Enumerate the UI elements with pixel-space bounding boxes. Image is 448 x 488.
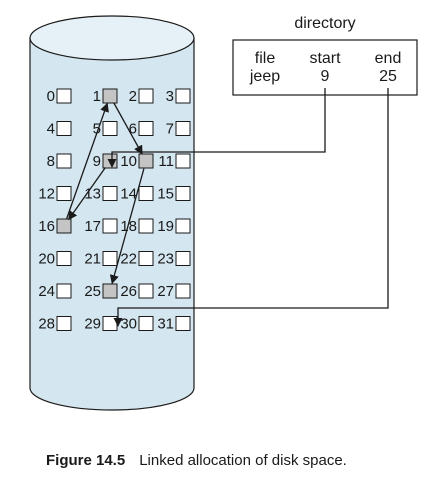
block-number-12: 12 xyxy=(38,186,55,203)
free-block-27 xyxy=(175,283,191,299)
free-block-8 xyxy=(56,153,72,169)
block-number-26: 26 xyxy=(120,283,137,300)
block-number-11: 11 xyxy=(158,153,174,170)
free-block-18 xyxy=(138,218,154,234)
block-number-29: 29 xyxy=(84,316,101,333)
figure-caption: Figure 14.5 Linked allocation of disk spa… xyxy=(46,452,347,469)
free-block-0 xyxy=(56,88,72,104)
allocated-block-16 xyxy=(56,218,72,234)
free-block-6 xyxy=(138,121,154,136)
block-number-28: 28 xyxy=(38,316,55,333)
free-block-20 xyxy=(56,251,72,266)
directory-cell-end: 25 xyxy=(379,68,397,85)
block-number-4: 4 xyxy=(47,121,55,138)
block-number-0: 0 xyxy=(47,88,55,105)
free-block-30 xyxy=(138,316,154,331)
block-number-17: 17 xyxy=(84,218,101,235)
free-block-19 xyxy=(175,218,191,234)
directory-header-end: end xyxy=(375,50,402,67)
block-number-7: 7 xyxy=(166,121,174,138)
free-block-13 xyxy=(102,186,118,201)
free-block-23 xyxy=(175,251,191,266)
free-block-22 xyxy=(138,251,154,266)
free-block-3 xyxy=(175,88,191,104)
block-number-18: 18 xyxy=(120,218,137,235)
disk-cylinder-top xyxy=(29,15,195,61)
directory-header-file: file xyxy=(255,50,276,67)
block-links xyxy=(66,102,145,285)
link-arrow-9-to-16 xyxy=(68,167,106,221)
block-number-30: 30 xyxy=(120,316,137,333)
block-number-16: 16 xyxy=(38,218,55,235)
link-arrow-10-to-25 xyxy=(109,168,145,285)
block-number-3: 3 xyxy=(166,88,174,105)
block-number-25: 25 xyxy=(84,283,101,300)
free-block-26 xyxy=(138,283,154,299)
free-block-14 xyxy=(138,186,154,201)
block-number-2: 2 xyxy=(129,88,137,105)
free-block-29 xyxy=(102,316,118,331)
link-arrow-1-to-10 xyxy=(113,102,143,155)
block-number-15: 15 xyxy=(157,186,174,203)
directory-title: directory xyxy=(294,15,355,32)
free-block-7 xyxy=(175,121,191,136)
block-number-21: 21 xyxy=(84,251,101,268)
block-number-20: 20 xyxy=(38,251,55,268)
block-number-22: 22 xyxy=(120,251,137,268)
free-block-17 xyxy=(102,218,118,234)
free-block-24 xyxy=(56,283,72,299)
directory-header-start: start xyxy=(309,50,341,67)
block-number-19: 19 xyxy=(157,218,174,235)
block-number-10: 10 xyxy=(120,153,137,170)
figure-caption-text: Linked allocation of disk space. xyxy=(139,452,347,469)
free-block-21 xyxy=(102,251,118,266)
end-pointer-arrow xyxy=(113,88,389,327)
block-number-1: 1 xyxy=(93,88,101,105)
block-number-9: 9 xyxy=(93,153,101,170)
free-block-4 xyxy=(56,121,72,136)
directory-table xyxy=(232,39,418,96)
block-number-5: 5 xyxy=(93,121,101,138)
link-arrow-16-to-1 xyxy=(66,102,109,219)
block-number-6: 6 xyxy=(129,121,137,138)
block-number-24: 24 xyxy=(38,283,55,300)
block-number-13: 13 xyxy=(84,186,101,203)
directory-cell-start: 9 xyxy=(321,68,330,85)
block-number-23: 23 xyxy=(157,251,174,268)
figure-number: Figure 14.5 xyxy=(46,452,126,469)
block-number-14: 14 xyxy=(120,186,137,203)
block-number-27: 27 xyxy=(157,283,174,300)
start-pointer-arrow xyxy=(107,88,326,168)
block-number-8: 8 xyxy=(47,153,55,170)
free-block-28 xyxy=(56,316,72,331)
free-block-15 xyxy=(175,186,191,201)
free-block-5 xyxy=(102,121,118,136)
block-number-31: 31 xyxy=(157,316,174,333)
allocated-block-25 xyxy=(102,283,118,299)
free-block-31 xyxy=(175,316,191,331)
directory-cell-file: jeep xyxy=(249,68,280,85)
allocated-block-1 xyxy=(102,88,118,104)
allocated-block-10 xyxy=(138,153,154,169)
free-block-11 xyxy=(175,153,191,169)
allocated-block-9 xyxy=(102,153,118,169)
free-block-2 xyxy=(138,88,154,104)
free-block-12 xyxy=(56,186,72,201)
